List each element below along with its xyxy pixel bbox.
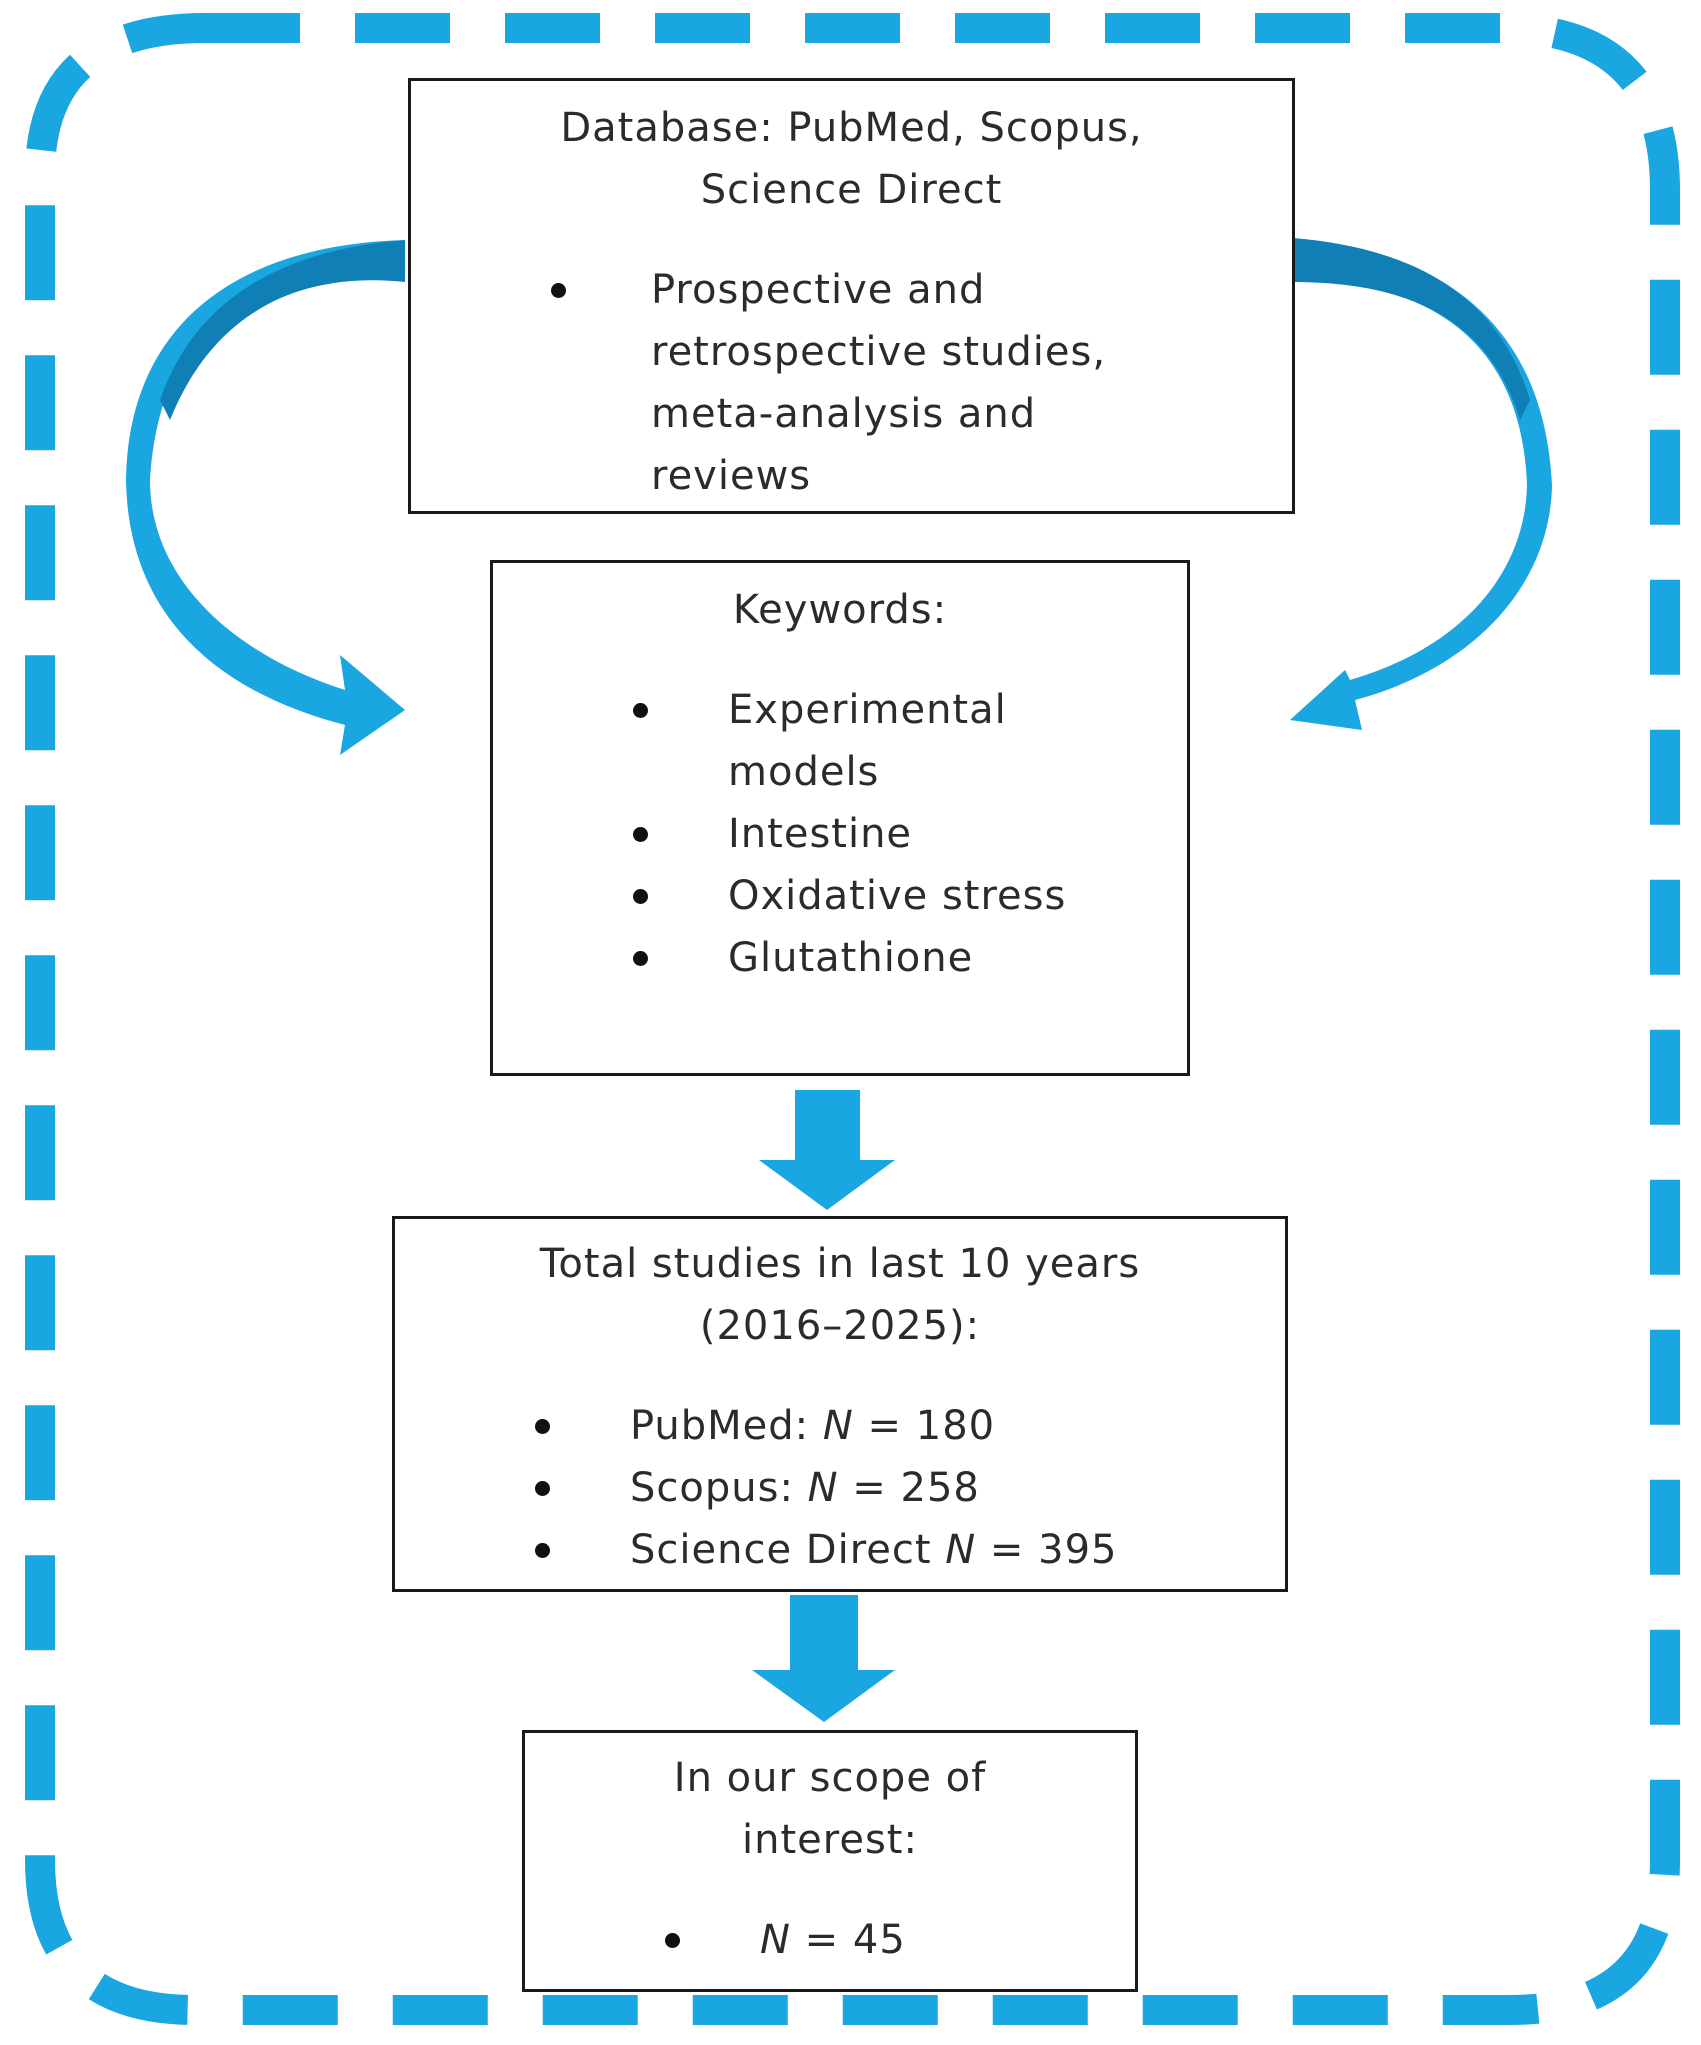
count-n-symbol: N [945,1527,977,1573]
bullet-dot [551,283,566,298]
keyword-line: Glutathione [728,935,974,981]
total-title-line-1: Total studies in last 10 years [539,1241,1141,1287]
dashed-border [25,12,1680,2025]
bullet-dot [633,827,648,842]
keywords-title: Keywords: [732,587,948,633]
keyword-line: models [728,749,880,795]
left-curved-arrow [126,240,405,755]
database-title-line-1: Database: PubMed, Scopus, [560,105,1143,151]
keywords-list: Experimental models Intestine Oxidative … [633,679,1173,989]
count-label: Science Direct [630,1527,946,1573]
count-value: = 45 [790,1917,906,1963]
keyword-item: Intestine [633,803,1173,865]
keywords-box: Keywords: Experimental models Intestine … [490,560,1190,1076]
count-n-symbol: N [760,1917,791,1963]
scope-box: In our scope of interest: N = 45 [522,1730,1138,1992]
bullet-dot [633,951,648,966]
database-criteria-list: Prospective and retrospective studies, m… [551,259,1271,507]
bullet-dot [535,1543,550,1558]
keyword-line: Oxidative stress [728,873,1067,919]
down-arrow-1 [759,1090,895,1210]
scope-title-line-2: interest: [742,1817,918,1863]
keyword-item: Glutathione [633,927,1173,989]
keyword-item: Experimental models [633,679,1173,803]
down-arrow-2 [752,1595,895,1722]
count-n-symbol: N [807,1465,839,1511]
keyword-item: Oxidative stress [633,865,1173,927]
database-criteria-line: reviews [651,453,812,499]
keyword-line: Intestine [728,811,913,857]
scope-count-list: N = 45 [665,1909,1125,1971]
bullet-dot [535,1481,550,1496]
right-curved-arrow-shade [1292,238,1530,420]
database-criteria-line: Prospective and [651,267,986,313]
count-item-science-direct: Science Direct N = 395 [535,1519,1275,1581]
total-counts-list: PubMed: N = 180 Scopus: N = 258 Science … [535,1395,1275,1581]
database-box: Database: PubMed, Scopus, Science Direct… [408,78,1295,514]
bullet-dot [633,889,648,904]
database-criteria-line: retrospective studies, [651,329,1107,375]
total-title-line-2: (2016–2025): [699,1303,981,1349]
bullet-dot [535,1419,550,1434]
bullet-dot [633,703,648,718]
count-n-symbol: N [822,1403,854,1449]
scope-count-item: N = 45 [665,1909,1125,1971]
scope-title-line-1: In our scope of [673,1755,987,1801]
bullet-dot [665,1933,680,1948]
count-item-pubmed: PubMed: N = 180 [535,1395,1275,1457]
count-value: = 180 [853,1403,996,1449]
count-value: = 395 [976,1527,1118,1573]
database-title-line-2: Science Direct [700,167,1003,213]
count-label: Scopus: [630,1465,808,1511]
database-criteria-line: meta-analysis and [651,391,1037,437]
keyword-line: Experimental [728,687,1007,733]
count-item-scopus: Scopus: N = 258 [535,1457,1275,1519]
count-label: PubMed: [630,1403,823,1449]
count-value: = 258 [838,1465,980,1511]
left-curved-arrow-shade [160,240,405,420]
right-curved-arrow [1290,238,1552,730]
database-criteria-item: Prospective and retrospective studies, m… [551,259,1271,507]
total-studies-box: Total studies in last 10 years (2016–202… [392,1216,1288,1592]
